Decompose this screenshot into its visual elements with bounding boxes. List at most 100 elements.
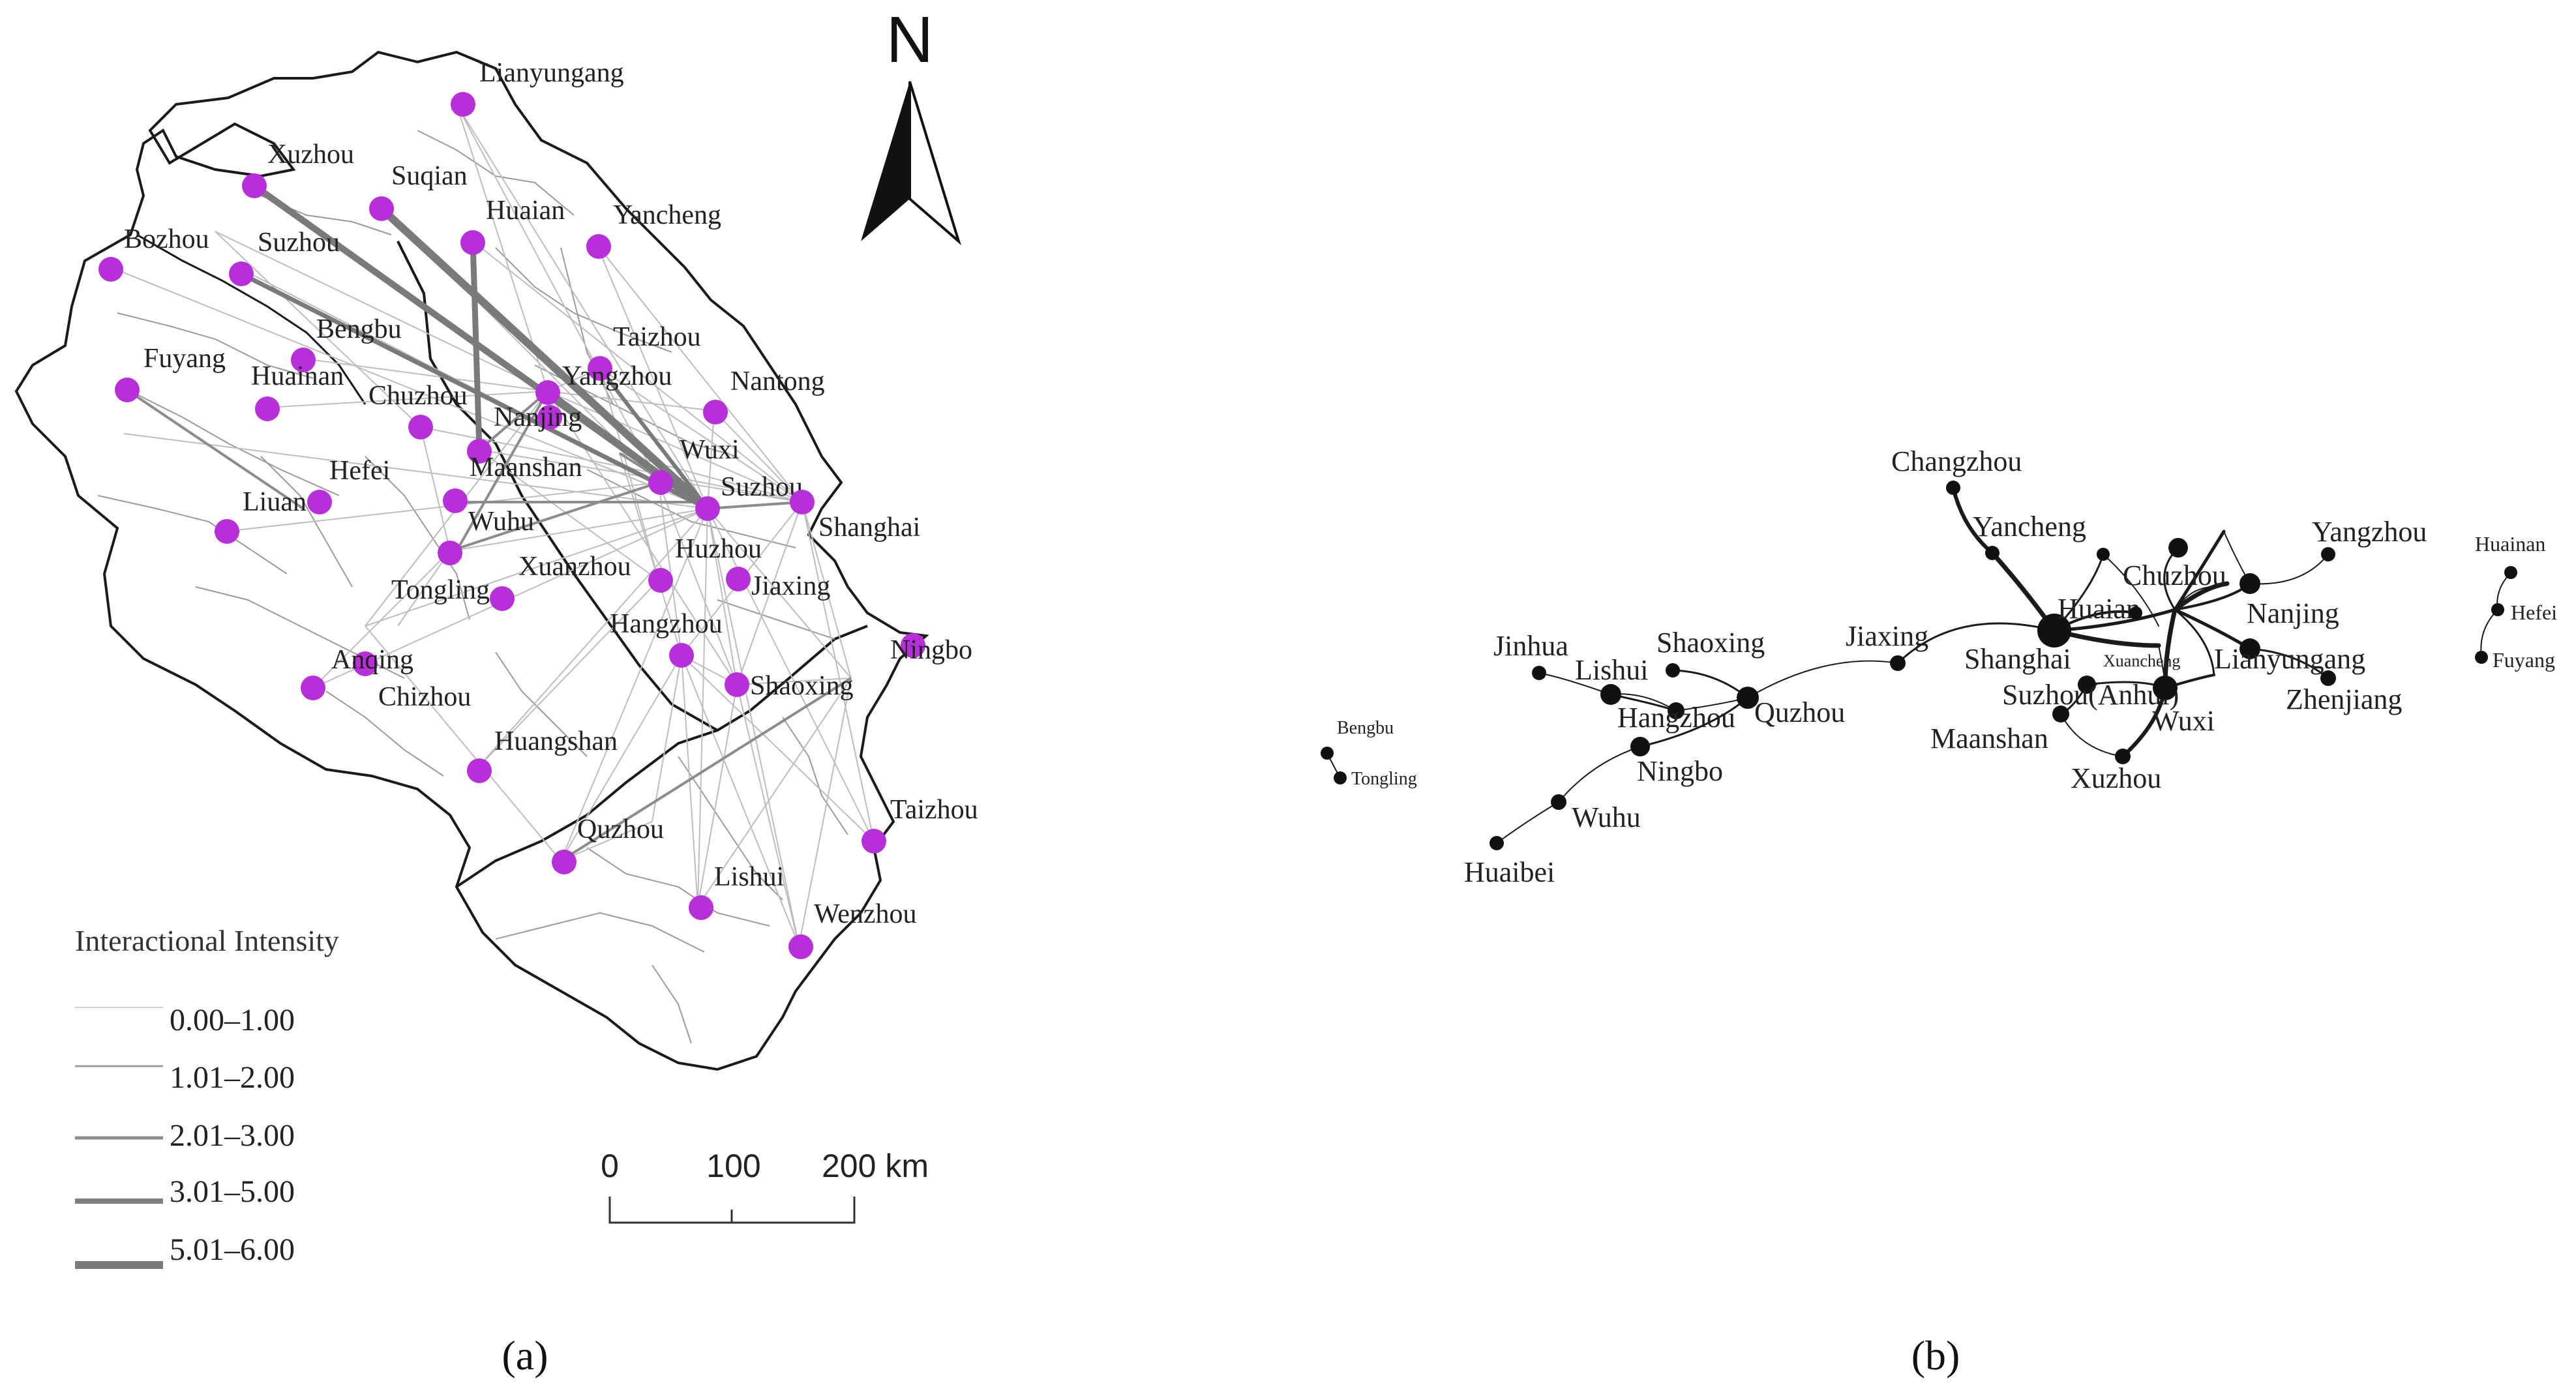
- legend-label: 1.01–2.00: [170, 1060, 295, 1095]
- province-boundary: [136, 233, 367, 405]
- legend: Interactional Intensity 0.00–1.00 1.01–2…: [75, 924, 339, 1269]
- legend-label: 5.01–6.00: [170, 1232, 295, 1267]
- node-label: Bengbu: [1337, 718, 1394, 738]
- network-node: Wuhu: [1551, 794, 1641, 833]
- city-label: Huzhou: [675, 534, 762, 564]
- city-node: Nanjing: [494, 402, 582, 432]
- panel-a-caption: (a): [502, 1332, 548, 1378]
- node-label: Xuancheng: [2103, 651, 2180, 670]
- node-label: Hangzhou: [1617, 702, 1735, 734]
- city-node: Quzhou: [552, 814, 664, 874]
- city-label: Lianyungang: [479, 58, 624, 88]
- city-node: Yancheng: [586, 200, 721, 259]
- network-node: Hangzhou: [1617, 702, 1735, 734]
- node-label: Huainan: [2475, 532, 2545, 556]
- node-label: Yangzhou: [2312, 516, 2427, 548]
- scale-tick-label: 0: [601, 1148, 619, 1184]
- legend-label: 3.01–5.00: [170, 1174, 295, 1209]
- legend-item: 3.01–5.00: [75, 1174, 295, 1209]
- city-node: Xuzhou: [242, 140, 354, 198]
- node-label: Jinhua: [1493, 630, 1568, 662]
- city-node: Huzhou: [648, 534, 762, 593]
- city-label: Shanghai: [818, 513, 920, 543]
- network-node: Zhenjiang: [2286, 670, 2402, 715]
- legend-label: 0.00–1.00: [170, 1003, 295, 1037]
- city-node: Fuyang: [115, 344, 226, 402]
- city-node: Liuan: [215, 487, 307, 544]
- panel-b-network: Changzhou Yancheng Yangzhou Huainan Hefe…: [1321, 445, 2557, 1378]
- node-label: Xuzhou: [2071, 762, 2161, 794]
- city-label: Nantong: [730, 366, 825, 396]
- network-node: Yangzhou: [2312, 516, 2427, 561]
- node-label: Shanghai: [1964, 643, 2071, 675]
- city-label: Huaian: [486, 196, 565, 226]
- network-node: Lishui: [1575, 654, 1648, 705]
- city-node: Nantong: [703, 366, 825, 424]
- city-label: Nanjing: [494, 402, 582, 432]
- legend-label: 2.01–3.00: [170, 1118, 295, 1153]
- city-label: Xuzhou: [267, 140, 354, 170]
- legend-title: Interactional Intensity: [75, 924, 339, 957]
- node-label: Zhenjiang: [2286, 683, 2402, 715]
- city-node: Huaian: [460, 196, 565, 255]
- city-label: Anqing: [331, 645, 413, 675]
- network-node: Shaoxing: [1656, 627, 1765, 678]
- node-label: Lianyungang: [2214, 643, 2365, 675]
- scale-tick-label: 200 km: [822, 1148, 929, 1184]
- node-label: Suzhou(Anhui): [2002, 679, 2179, 711]
- node-label: Huaibei: [1464, 856, 1555, 888]
- node-label: Tongling: [1351, 769, 1417, 789]
- network-node: Maanshan: [1930, 706, 2069, 754]
- network-node: Yancheng: [1973, 511, 2086, 560]
- network-node: Fuyang: [2475, 648, 2555, 672]
- city-node: Hangzhou: [610, 609, 723, 668]
- network-node: Shanghai: [1964, 548, 2110, 675]
- node-label: Shaoxing: [1656, 627, 1765, 659]
- city-nodes: Lianyungang Xuzhou Suqian Huaian Yanchen…: [98, 58, 978, 959]
- city-label: Lishui: [714, 862, 784, 892]
- node-label: Quzhou: [1754, 696, 1845, 728]
- city-label: Xuanzhou: [518, 552, 631, 582]
- network-node: Tongling: [1334, 769, 1417, 789]
- city-label: Suzhou: [258, 228, 340, 258]
- node-label: Ningbo: [1637, 755, 1723, 787]
- city-label: Hangzhou: [610, 609, 723, 639]
- network-node: Hefei: [2491, 601, 2557, 624]
- network-node: Huainan: [2475, 532, 2545, 579]
- city-node: Chuzhou: [368, 381, 468, 439]
- city-label: Wuhu: [468, 507, 534, 537]
- city-label: Shaoxing: [750, 671, 854, 701]
- network-node: Huaibei: [1464, 836, 1555, 888]
- city-node: Shaoxing: [725, 671, 854, 701]
- city-node: Bozhou: [98, 224, 209, 282]
- city-node: Huainan: [251, 361, 344, 421]
- city-node: Suzhou: [229, 228, 340, 286]
- node-label: Chuzhou: [2123, 559, 2226, 591]
- legend-item: 1.01–2.00: [75, 1060, 295, 1095]
- city-node: Huangshan: [467, 726, 618, 783]
- city-node: Suzhou: [695, 472, 803, 521]
- city-label: Wenzhou: [814, 899, 917, 929]
- network-node: Lianyungang: [2214, 638, 2365, 675]
- city-node: Xuanzhou: [490, 552, 631, 611]
- city-label: Taizhou: [613, 322, 701, 352]
- region-outline: [14, 50, 929, 1071]
- interaction-lines-strong: [239, 183, 711, 513]
- network-node: Changzhou: [1891, 445, 2022, 495]
- city-label: Maanshan: [470, 453, 582, 483]
- panel-a-map: Lianyungang Xuzhou Suqian Huaian Yanchen…: [14, 3, 978, 1378]
- city-label: Huainan: [251, 361, 344, 391]
- city-label: Ningbo: [890, 635, 972, 665]
- network-node: Chuzhou: [2123, 538, 2226, 591]
- city-label: Bozhou: [124, 224, 209, 254]
- north-label: N: [886, 3, 933, 76]
- city-node: Anqing: [331, 645, 413, 676]
- node-label: Yancheng: [1973, 511, 2086, 543]
- node-label: Maanshan: [1930, 722, 2048, 754]
- network-node: Jiaxing: [1846, 620, 1928, 671]
- city-node: Ningbo: [890, 633, 972, 665]
- city-node: Hefei: [307, 456, 390, 514]
- city-label: Tongling: [391, 575, 490, 605]
- city-label: Hefei: [329, 456, 390, 486]
- network-node: Huaian: [2037, 593, 2140, 648]
